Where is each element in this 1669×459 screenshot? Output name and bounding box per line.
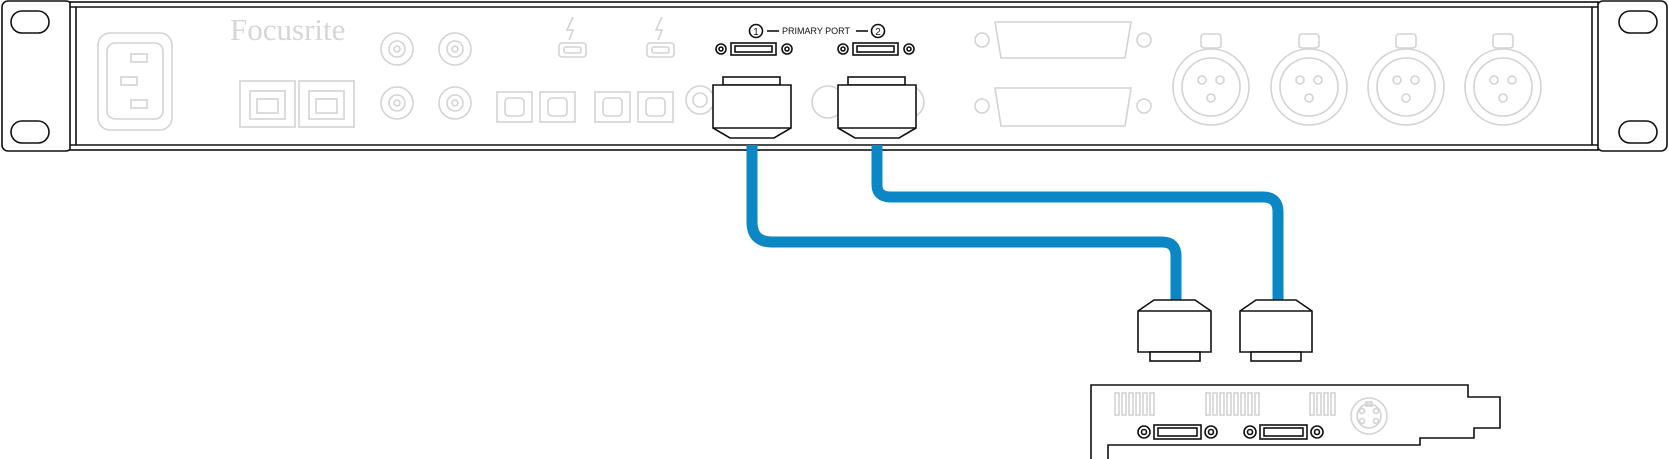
rack-unit: Focusrite [1,0,1668,152]
primary-port-1 [715,42,793,56]
rack-ear-left [1,0,73,152]
primary-port-label-group: 1 PRIMARY PORT 2 [748,23,886,39]
optical-port-icon [496,91,674,123]
pcie-bracket [1090,384,1501,459]
port-1-number: 1 [753,27,759,38]
mount-hole-left-top [10,10,50,34]
ethernet-port-icon [239,80,355,128]
vent-slots [1114,392,1336,416]
mini-din-port-icon [1350,397,1388,435]
mount-hole-right-top [1618,10,1658,34]
xlr-connector-icon [1172,33,1542,126]
card-port-2 [1243,424,1324,440]
plug-device-port-2 [837,76,917,139]
thunderbolt-icon [558,16,675,58]
plug-card-port-2 [1239,299,1313,362]
card-port-1 [1137,424,1218,440]
mount-hole-right-bottom [1618,120,1658,144]
plug-card-port-1 [1137,299,1212,362]
primary-port-label: PRIMARY PORT [782,26,851,36]
pcie-card [1090,384,1501,459]
cable-port-2 [871,145,1284,302]
cables [746,145,1284,302]
cable-port-1 [746,145,1182,302]
brand-logo: Focusrite [230,12,345,47]
chassis-body [69,1,1599,151]
dsub-connector-icon [974,21,1152,127]
primary-port-2 [837,42,915,56]
mount-hole-left-bottom [10,120,50,144]
bnc-connector-icon [380,32,472,120]
port-2-number: 2 [875,27,881,38]
power-inlet-icon [97,32,173,131]
plug-device-port-1 [712,76,792,139]
